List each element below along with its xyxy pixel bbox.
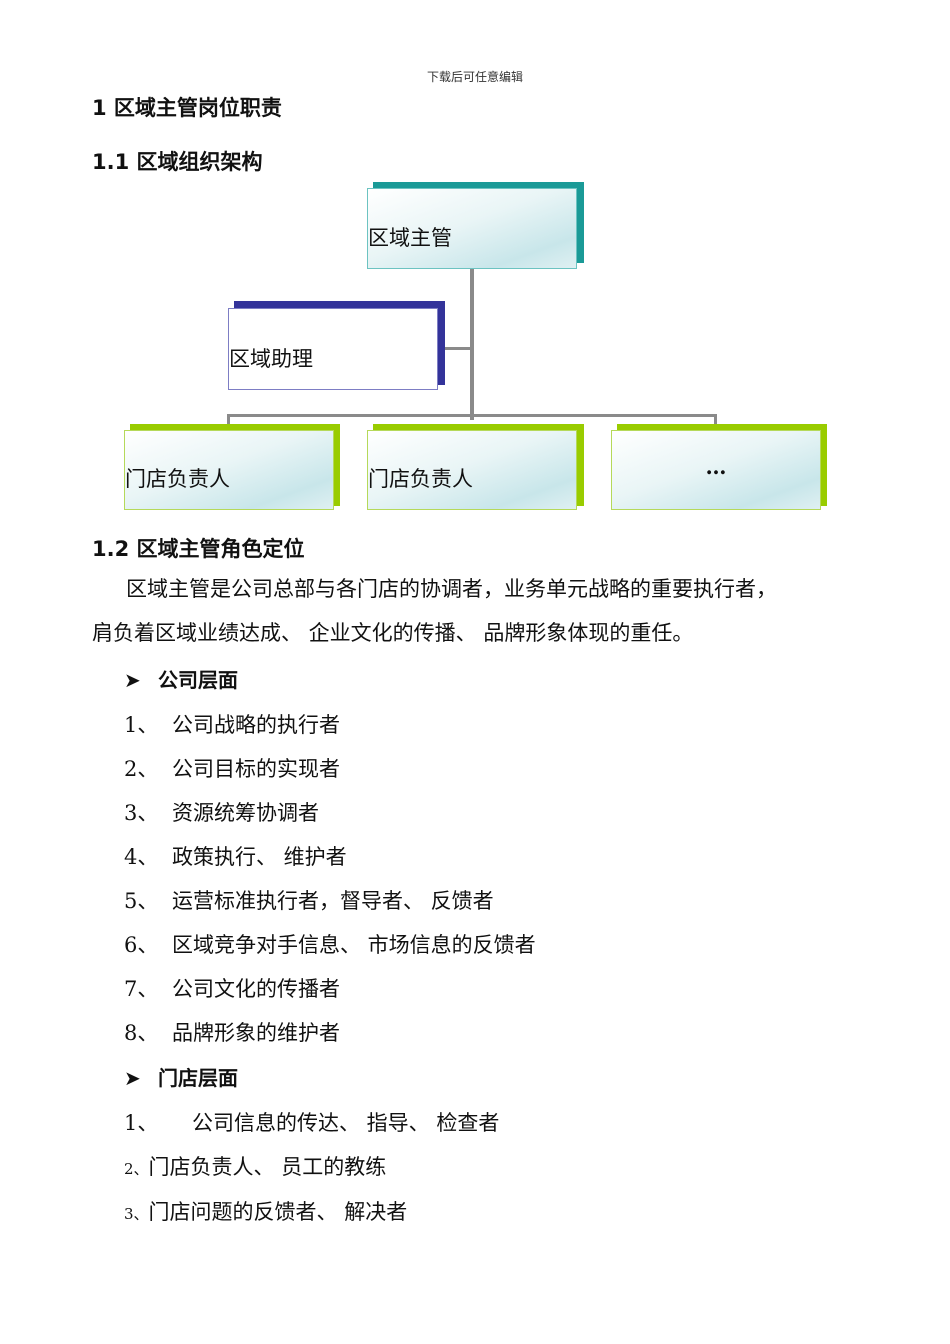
- role-paragraph: 区域主管是公司总部与各门店的协调者，业务单元战略的重要执行者， 肩负着区域业绩达…: [92, 567, 872, 655]
- company-item: 3、资源统筹协调者: [124, 801, 319, 825]
- org-node-store-1: 门店负责人: [124, 430, 334, 510]
- company-item: 6、区域竞争对手信息、 市场信息的反馈者: [124, 933, 536, 957]
- arrow-right-icon: ➤: [124, 668, 141, 692]
- company-item: 4、政策执行、 维护者: [124, 845, 347, 869]
- connector-vertical: [470, 268, 474, 420]
- company-item: 7、公司文化的传播者: [124, 977, 340, 1001]
- store-item: 1、公司信息的传达、 指导、 检查者: [124, 1111, 500, 1135]
- connector-assistant: [440, 347, 472, 350]
- org-node-top: 区域主管: [367, 188, 577, 269]
- arrow-right-icon: ➤: [124, 1066, 141, 1090]
- section-1-1-title: 1.1 区域组织架构: [92, 150, 263, 174]
- org-node-store-3: …: [611, 430, 821, 510]
- store-level-heading: ➤ 门店层面: [124, 1062, 238, 1091]
- org-node-store-2-label: 门店负责人: [368, 467, 473, 491]
- company-item: 8、品牌形象的维护者: [124, 1021, 340, 1045]
- company-item: 1、公司战略的执行者: [124, 713, 340, 737]
- connector-horizontal: [227, 414, 717, 417]
- org-node-store-1-label: 门店负责人: [125, 467, 230, 491]
- org-node-assistant: 区域助理: [228, 308, 438, 390]
- org-node-top-label: 区域主管: [368, 226, 452, 250]
- company-item: 2、公司目标的实现者: [124, 757, 340, 781]
- org-node-store-2: 门店负责人: [367, 430, 577, 510]
- role-paragraph-line-2: 肩负着区域业绩达成、 企业文化的传播、 品牌形象体现的重任。: [92, 621, 694, 645]
- company-level-heading: ➤ 公司层面: [124, 664, 238, 693]
- org-node-assistant-label: 区域助理: [229, 347, 313, 371]
- role-paragraph-line-1: 区域主管是公司总部与各门店的协调者，业务单元战略的重要执行者，: [126, 577, 777, 601]
- org-node-store-3-label: …: [705, 453, 727, 479]
- section-1-2-title: 1.2 区域主管角色定位: [92, 537, 305, 561]
- store-level-heading-text: 门店层面: [158, 1066, 238, 1090]
- company-level-heading-text: 公司层面: [158, 668, 238, 692]
- section-1-title: 1 区域主管岗位职责: [92, 96, 282, 120]
- connector-store-3: [714, 414, 717, 428]
- store-item: 3、门店问题的反馈者、 解决者: [124, 1200, 408, 1224]
- header-note: 下载后可任意编辑: [426, 70, 523, 84]
- connector-store-1: [227, 414, 230, 428]
- store-item: 2、门店负责人、 员工的教练: [124, 1155, 387, 1179]
- company-item: 5、运营标准执行者，督导者、 反馈者: [124, 889, 494, 913]
